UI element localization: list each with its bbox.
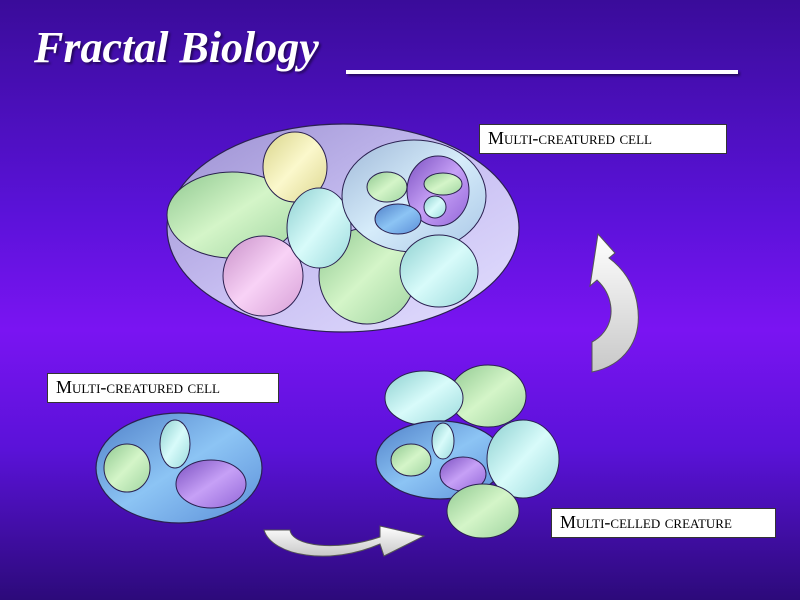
- purple-inner-green: [423, 172, 463, 196]
- curved-arrow-bottom: [263, 525, 426, 557]
- cell-cyan-center: [286, 187, 352, 269]
- creature-green-cell: [366, 171, 408, 203]
- slide-title: Fractal Biology: [34, 23, 319, 72]
- cluster-cyan-top: [384, 370, 464, 426]
- cell-cyan-right: [399, 234, 479, 308]
- small-cell-green: [103, 443, 151, 493]
- label-multi-creatured-cell-bottom: Multi-creatured cell: [47, 373, 279, 403]
- cluster-inner-cyan: [431, 422, 455, 460]
- large-cell-group: [166, 123, 520, 333]
- small-cell-group: [95, 412, 263, 524]
- creature-blue-cell: [374, 203, 422, 235]
- cluster-cyan-right: [486, 419, 560, 499]
- label-multi-celled-creature: Multi-celled creature: [551, 508, 776, 538]
- purple-inner-cyan: [423, 195, 447, 219]
- small-cell-cyan: [159, 419, 191, 469]
- title-underline: [346, 70, 738, 74]
- cluster-green-bottom: [446, 483, 520, 539]
- cell-pink: [222, 235, 304, 317]
- cluster-inner-green: [390, 443, 432, 477]
- label-multi-creatured-cell-top: Multi-creatured cell: [479, 124, 727, 154]
- small-cell-purple: [175, 459, 247, 509]
- curved-arrow-right: [589, 232, 639, 373]
- cluster-group: [375, 364, 560, 539]
